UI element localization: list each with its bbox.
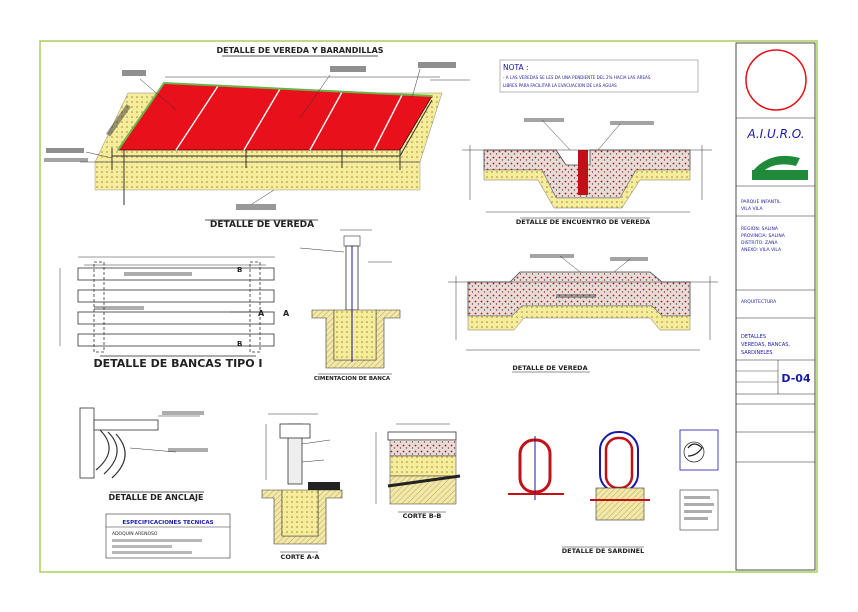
location-line-4: ANEXO: VILA VILA bbox=[741, 247, 782, 253]
sheet-desc-1: DETALLES bbox=[741, 334, 766, 340]
project-line-1: PARQUE INFANTIL bbox=[741, 199, 781, 205]
title-cimentacion: CIMENTACION DE BANCA bbox=[314, 376, 391, 382]
title-corte-aa: CORTE A-A bbox=[281, 553, 320, 561]
corte-aa-detail: CORTE A-A bbox=[261, 413, 343, 561]
title-vereda-barandillas: DETALLE DE VEREDA Y BARANDILLAS bbox=[216, 46, 383, 55]
bancas-detail: A A B B DETALLE DE BANCAS TIPO I bbox=[59, 256, 290, 370]
section-mark-b-2: B bbox=[237, 340, 242, 348]
note-heading: NOTA : bbox=[503, 63, 529, 72]
project-line-2: VILA VILA bbox=[741, 206, 764, 212]
title-vereda-main: DETALLE DE VEREDA bbox=[210, 220, 314, 230]
sheet-border bbox=[39, 40, 818, 573]
vereda-barandillas-detail: DETALLE DE VEREDA Y BARANDILLAS bbox=[44, 46, 470, 230]
title-encuentro: DETALLE DE ENCUENTRO DE VEREDA bbox=[516, 218, 650, 226]
corte-bb-detail: CORTE B-B bbox=[375, 423, 461, 520]
title-vereda-right: DETALLE DE VEREDA bbox=[512, 364, 587, 372]
title-corte-bb: CORTE B-B bbox=[403, 512, 442, 520]
note-line-1: - A LAS VEREDAS SE LES DA UNA PENDIENTE … bbox=[503, 75, 651, 80]
encuentro-vereda-detail: DETALLE DE ENCUENTRO DE VEREDA bbox=[462, 118, 712, 226]
section-mark-a: A bbox=[258, 309, 265, 318]
section-mark-b: B bbox=[237, 266, 242, 274]
sardinel-detail: DETALLE DE SARDINEL bbox=[508, 429, 719, 555]
title-bancas: DETALLE DE BANCAS TIPO I bbox=[93, 357, 262, 370]
title-anclaje: DETALLE DE ANCLAJE bbox=[109, 493, 204, 502]
location-line-3: DISTRITO: ZANA bbox=[741, 240, 779, 246]
note-line-2: LIBRES PARA FACILITAR LA EVACUACION DE L… bbox=[503, 83, 617, 88]
sheet-desc-3: SARDINELES bbox=[741, 350, 773, 356]
sheet-code: D-04 bbox=[781, 372, 811, 385]
location-line-1: REGION: SALINA bbox=[741, 226, 779, 232]
specs-sub: ADOQUIN ARENOSO bbox=[112, 531, 158, 537]
title-block: A.I.U.R.O. PARQUE INFANTIL VILA VILA REG… bbox=[735, 42, 816, 571]
company-logo bbox=[752, 155, 808, 180]
specs-box: ESPECIFICACIONES TECNICAS ADOQUIN ARENOS… bbox=[105, 513, 231, 559]
specialty: ARQUITECTURA bbox=[741, 299, 777, 305]
cimentacion-detail: CIMENTACION DE BANCA bbox=[299, 229, 401, 382]
title-sardinel: DETALLE DE SARDINEL bbox=[562, 547, 644, 555]
logo-circle bbox=[745, 49, 807, 111]
anclaje-detail: DETALLE DE ANCLAJE bbox=[79, 407, 208, 502]
location-line-2: PROVINCIA: SALINA bbox=[741, 233, 786, 239]
note-box: NOTA : - A LAS VEREDAS SE LES DA UNA PEN… bbox=[499, 59, 699, 93]
vereda-section-detail: DETALLE DE VEREDA bbox=[448, 254, 718, 373]
section-mark-a-2: A bbox=[283, 309, 290, 318]
company-name: A.I.U.R.O. bbox=[746, 127, 804, 141]
specs-heading: ESPECIFICACIONES TECNICAS bbox=[122, 520, 213, 526]
sheet-desc-2: VEREDAS, BANCAS, bbox=[741, 342, 790, 348]
